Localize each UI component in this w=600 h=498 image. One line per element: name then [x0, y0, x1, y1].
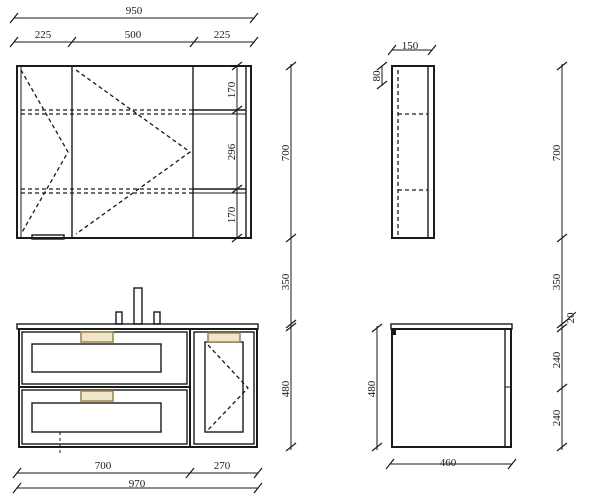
dim-label-350: 350	[280, 273, 292, 290]
dim-label-225-left: 225	[35, 29, 52, 41]
dim-side-top: 150 80	[371, 40, 437, 90]
mirror-cabinet-front	[16, 65, 252, 240]
dim-label-170-top: 170	[226, 81, 238, 98]
dim-front-bottom: 700 270 970	[12, 460, 263, 494]
drawer-lower-handle	[80, 390, 114, 402]
side-door	[193, 331, 255, 445]
dim-side-vanity: 480 460	[366, 323, 517, 470]
dim-label-950: 950	[126, 5, 143, 17]
dim-label-350-side: 350	[551, 273, 563, 290]
mirror-handle	[31, 234, 65, 240]
dim-label-700-bottom: 700	[95, 460, 112, 472]
dim-label-20: 20	[565, 312, 577, 324]
dim-label-225-right: 225	[214, 29, 231, 41]
dim-label-480: 480	[280, 380, 292, 397]
dim-label-240-lower: 240	[551, 409, 563, 426]
dim-label-460: 460	[440, 457, 457, 469]
dim-front-heights: 700 350 480	[280, 61, 297, 452]
dim-side-heights: 700 350 20 240 240	[551, 61, 577, 452]
dim-label-970: 970	[129, 478, 146, 490]
side-door-handle	[207, 332, 241, 343]
dim-label-700-side: 700	[551, 144, 563, 161]
dim-label-270: 270	[214, 460, 231, 472]
dim-sections-top: 225 500 225	[9, 29, 259, 48]
drawer-lower	[21, 389, 188, 445]
dim-label-240-upper: 240	[551, 351, 563, 368]
dim-label-170-bottom: 170	[226, 206, 238, 223]
dim-mirror-shelves: 170 296 170	[226, 61, 243, 243]
dim-label-150: 150	[402, 40, 419, 52]
vanity-front	[16, 287, 259, 456]
dim-label-500: 500	[125, 29, 142, 41]
vanity-side	[390, 323, 513, 448]
dim-label-480-side: 480	[366, 380, 378, 397]
dim-overall-width-top: 950	[9, 5, 259, 24]
dim-label-80: 80	[371, 70, 383, 82]
faucet-icon	[115, 287, 161, 325]
dim-label-296: 296	[226, 143, 238, 160]
dim-label-700: 700	[280, 144, 292, 161]
drawer-upper-handle	[80, 331, 114, 343]
mirror-cabinet-side	[391, 65, 435, 239]
